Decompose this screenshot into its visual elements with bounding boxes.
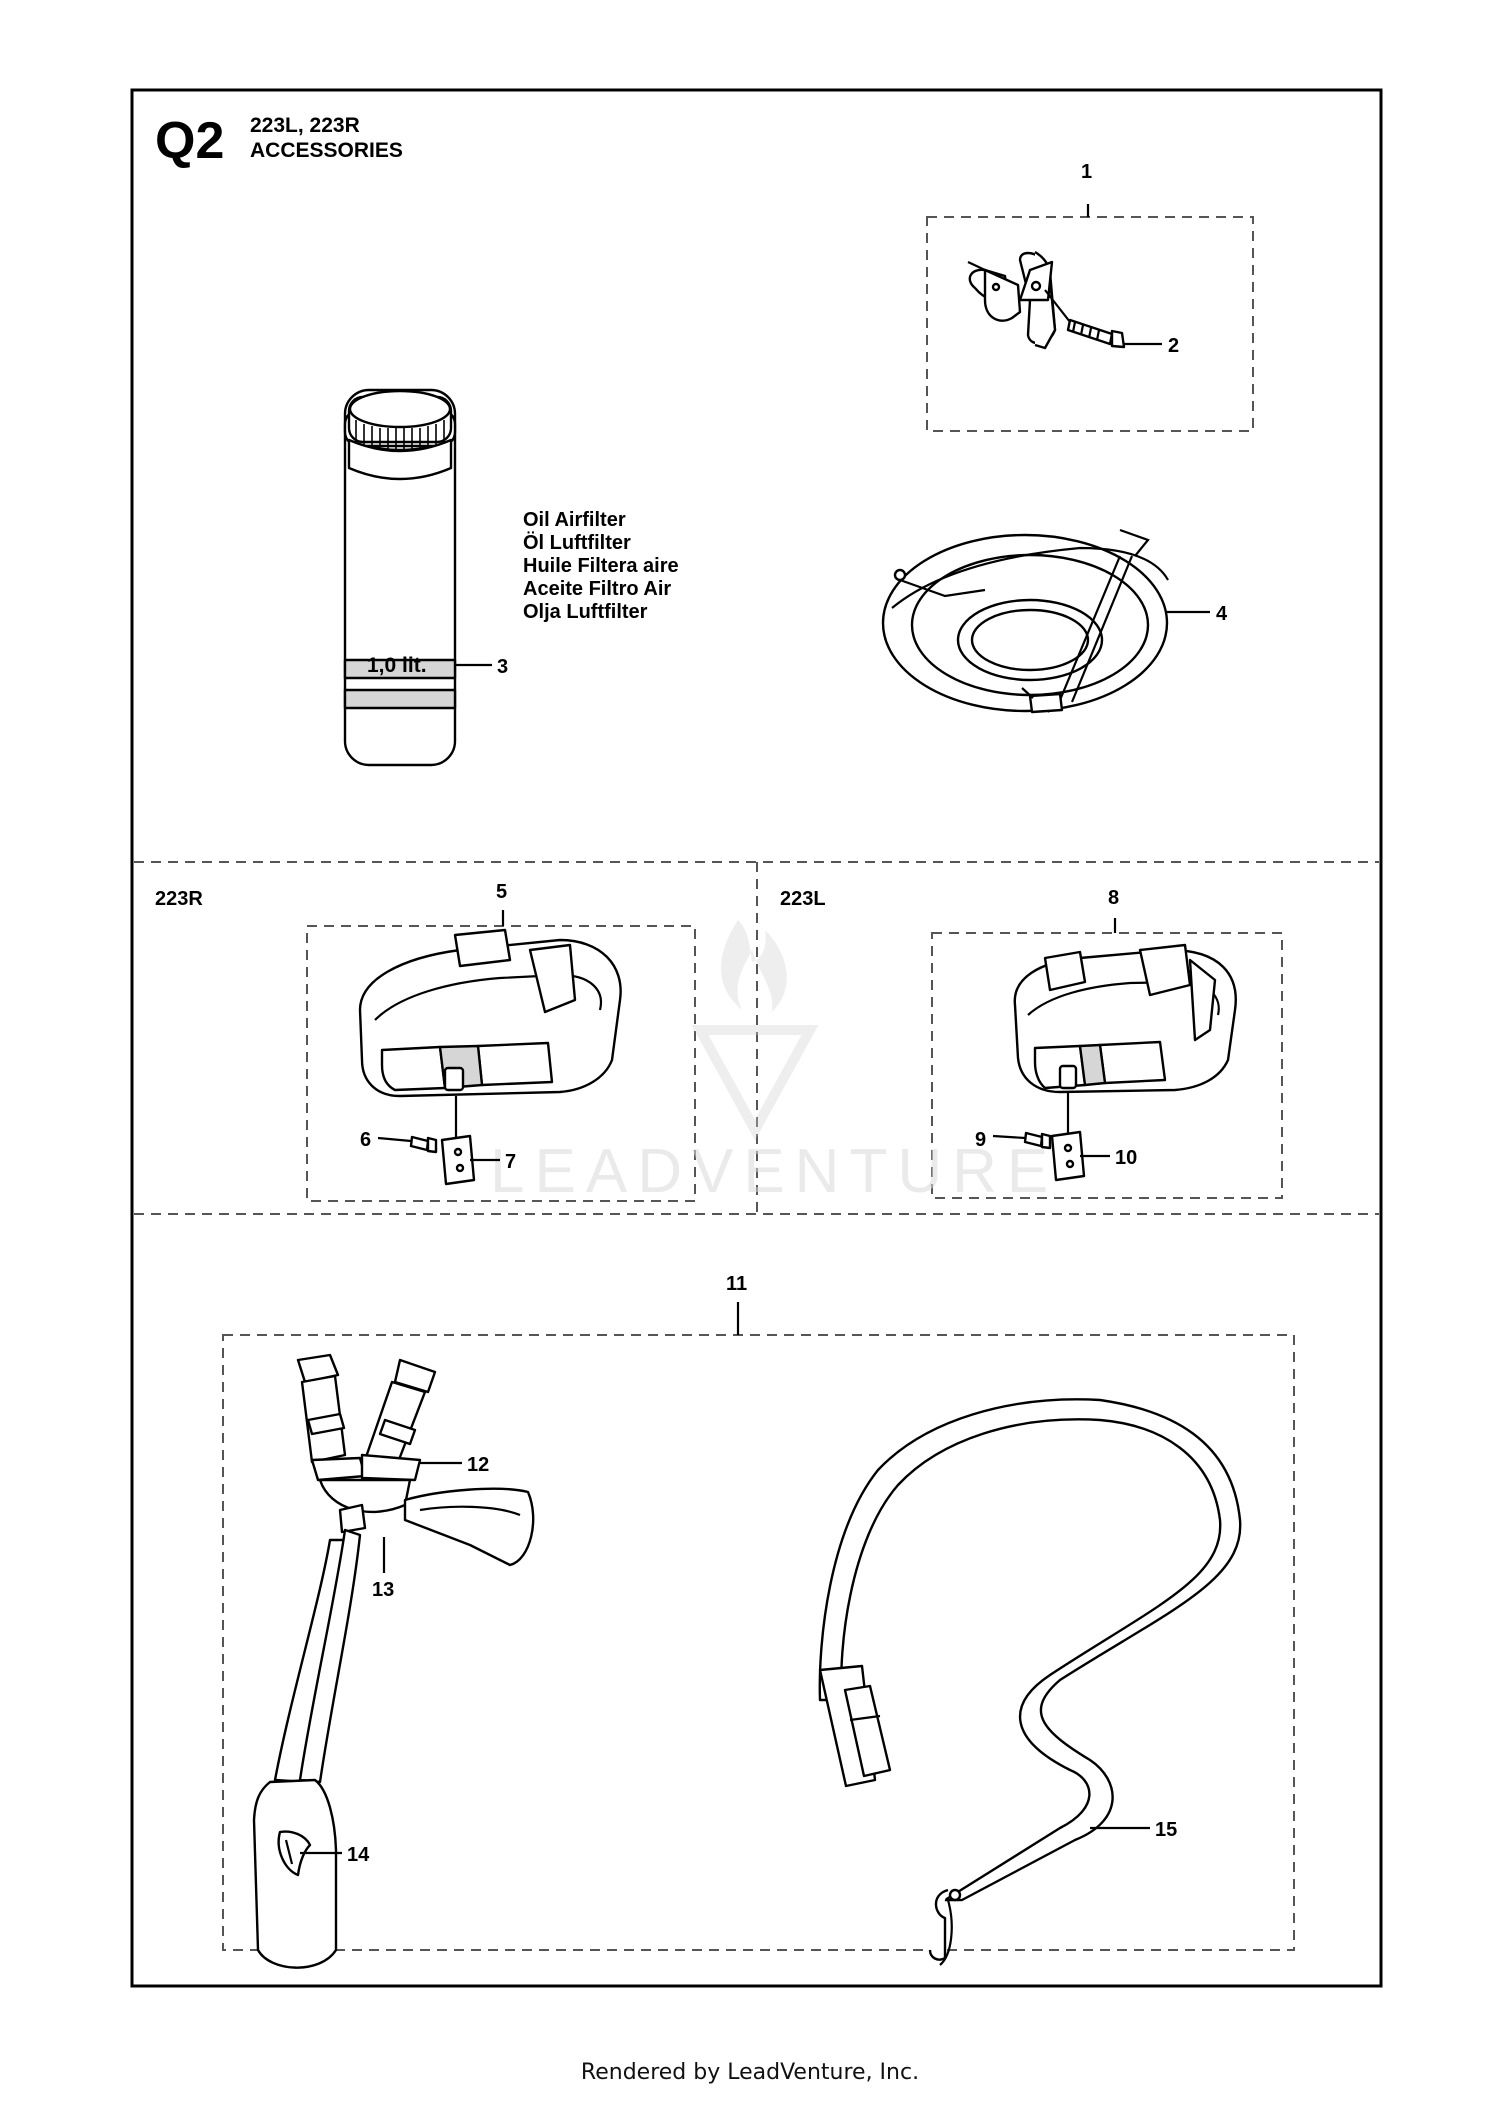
- callout-3: 3: [497, 656, 508, 678]
- group-box-5: [306, 925, 696, 1202]
- screw-6: [409, 1135, 438, 1154]
- section-code: Q2: [155, 112, 224, 170]
- callout-5: 5: [496, 881, 507, 903]
- group-box-1: [926, 216, 1254, 432]
- grass-guard-223l: [1013, 943, 1237, 1140]
- panel-label-223r: 223R: [155, 888, 203, 910]
- oil-label-fr: Huile Filtera aire: [523, 555, 679, 577]
- callout-10: 10: [1115, 1147, 1137, 1169]
- diagram-frame: [130, 88, 1383, 1988]
- oil-label-sv: Olja Luftfilter: [523, 601, 648, 623]
- callout-15: 15: [1155, 1819, 1177, 1841]
- plate-10: [1050, 1130, 1086, 1182]
- strap-coil: [881, 528, 1169, 714]
- footer-credit: Rendered by LeadVenture, Inc.: [580, 2060, 920, 2085]
- group-box-8: [931, 932, 1283, 1199]
- callout-7: 7: [505, 1151, 516, 1173]
- callout-8: 8: [1108, 887, 1119, 909]
- oil-bottle: [343, 388, 457, 767]
- oil-labels: Oil Airfilter Öl Luftfilter Huile Filter…: [523, 509, 679, 623]
- plate-7: [440, 1134, 476, 1186]
- watermark-logo: [691, 920, 819, 1141]
- callout-1: 1: [1081, 161, 1092, 183]
- shoulder-harness: [252, 1353, 535, 1969]
- callout-2: 2: [1168, 335, 1179, 357]
- callout-9: 9: [975, 1129, 986, 1151]
- bottle-volume: 1,0 lit.: [367, 654, 427, 677]
- panel-label-223l: 223L: [780, 888, 826, 910]
- callout-12: 12: [467, 1454, 489, 1476]
- section-title: ACCESSORIES: [250, 139, 403, 162]
- callout-11: 11: [726, 1273, 747, 1295]
- watermark-text: LEADVENTURE: [490, 1137, 1058, 1206]
- screw-9: [1023, 1131, 1052, 1150]
- oil-label-es: Aceite Filtro Air: [523, 578, 671, 600]
- models-title: 223L, 223R: [250, 114, 360, 137]
- callout-6: 6: [360, 1129, 371, 1151]
- oil-label-de: Öl Luftfilter: [523, 531, 631, 554]
- callout-13: 13: [372, 1579, 394, 1601]
- callout-4: 4: [1216, 603, 1228, 625]
- group-box-11: [222, 1334, 1295, 1951]
- clamp-part: [967, 250, 1057, 350]
- screw-part: [1066, 318, 1126, 349]
- callout-14: 14: [347, 1844, 370, 1866]
- grass-guard-223r: [358, 928, 622, 1140]
- neck-strap: [818, 1398, 1242, 1966]
- oil-label-en: Oil Airfilter: [523, 509, 626, 531]
